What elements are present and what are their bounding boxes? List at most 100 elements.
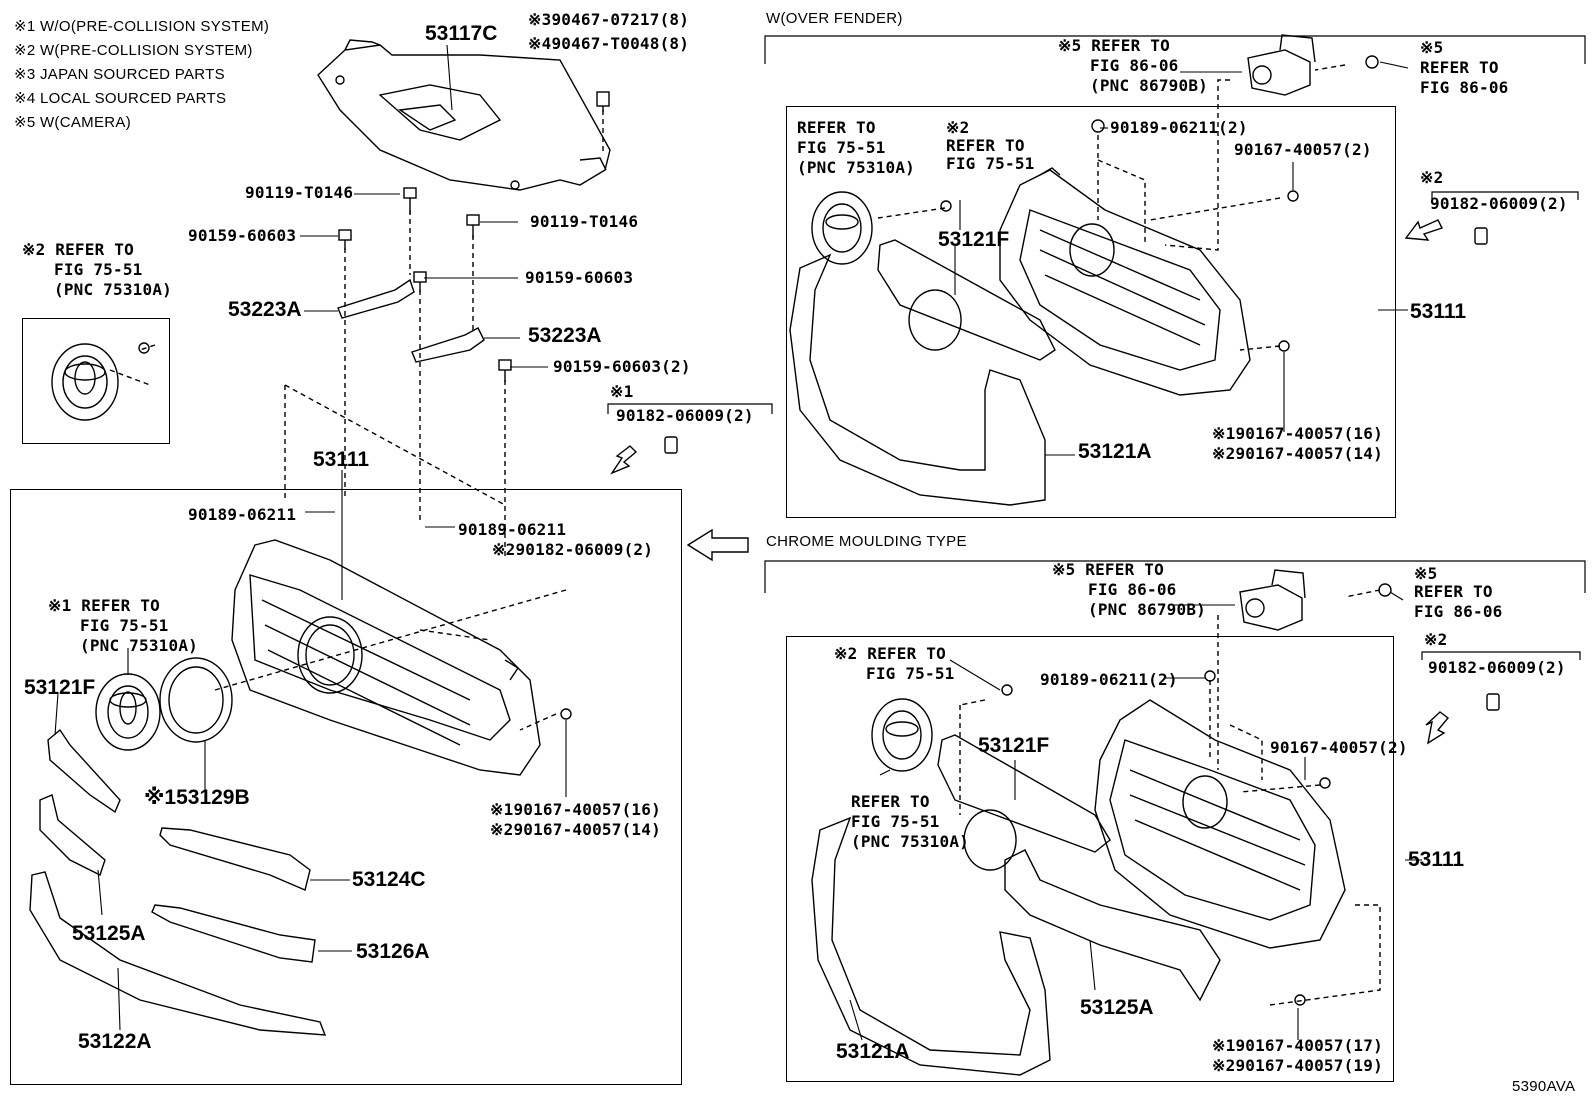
clip-tr [1474, 227, 1488, 245]
br-ref-1: ※2 REFER TO [834, 644, 946, 663]
over-fender-header: W(OVER FENDER) [766, 10, 903, 27]
br-camera-ref-3: (PNC 86790B) [1088, 600, 1206, 619]
fastener-bolts [338, 91, 610, 382]
tr-label-53121a: 53121A [1078, 440, 1152, 463]
label-90159-c: 90159-60603(2) [553, 357, 691, 376]
grille-53111-br [1001, 670, 1346, 1006]
label-53126a: 53126A [356, 940, 430, 963]
emblem-ref-1: ※1 REFER TO [48, 596, 160, 615]
tr-ref-1: REFER TO [946, 136, 1025, 155]
grille-53111-tr [999, 119, 1299, 396]
br-label-53121a: 53121A [836, 1040, 910, 1063]
legend-note-1: ※1 W/O(PRE-COLLISION SYSTEM) [14, 18, 270, 35]
camera-br [1239, 569, 1392, 631]
legend-note-3: ※3 JAPAN SOURCED PARTS [14, 66, 225, 83]
br-label-53125a: 53125A [1080, 996, 1154, 1019]
grille-dashed-links [214, 589, 567, 731]
arrow-br [1425, 711, 1450, 745]
under-cover-53117c [317, 39, 611, 191]
arrow-tr [1404, 219, 1443, 241]
tr-clip-note: ※2 [1420, 168, 1444, 187]
emblem-br [871, 698, 933, 772]
chrome-moulding-box [786, 636, 1394, 1082]
label-screw-1: ※190167-40057(16) [490, 800, 661, 819]
moulding-53121f-br [937, 734, 1111, 871]
br-emblem-ref-1: REFER TO [851, 792, 930, 811]
tr-ref-2: FIG 75-51 [946, 154, 1035, 173]
tr-emblem-ref-3: (PNC 75310A) [797, 158, 915, 177]
label-53121f-left: 53121F [24, 676, 96, 699]
br-label-90189: 90189-06211(2) [1040, 670, 1178, 689]
clip-90182 [664, 436, 678, 454]
tr-emblem-ref-1: REFER TO [797, 118, 876, 137]
tr-label-screw-2: ※290167-40057(14) [1212, 444, 1383, 463]
arrow-left-main [686, 528, 749, 562]
inset-ref-1: ※2 REFER TO [22, 240, 134, 259]
tr-camera-ref-3: (PNC 86790B) [1090, 76, 1208, 95]
clip-note: ※1 [610, 382, 634, 401]
fastener-leaders [109, 110, 604, 560]
br-label-53111: 53111 [1408, 848, 1465, 871]
tr-label-screw-1: ※190167-40057(16) [1212, 424, 1383, 443]
moulding-53126a [151, 904, 316, 963]
moulding-53122a [29, 871, 327, 1036]
label-53117c: 53117C [425, 22, 498, 45]
label-53223a-2: 53223A [528, 324, 602, 347]
tr-dashed-links [877, 64, 1346, 351]
br-label-screw-2: ※290167-40057(19) [1212, 1056, 1383, 1075]
over-fender-box [786, 106, 1396, 518]
moulding-53125a-left [39, 794, 106, 876]
tr-cam-right-1: REFER TO [1420, 58, 1499, 77]
br-emblem-ref-3: (PNC 75310A) [851, 832, 969, 851]
tr-label-90189: 90189-06211(2) [1110, 118, 1248, 137]
inset-ref-3: (PNC 75310A) [54, 280, 172, 299]
label-clip-90182: 90182-06009(2) [616, 406, 754, 425]
label-53129b: ※153129B [144, 786, 250, 809]
moulding-53121f-left [47, 728, 121, 814]
note-brackets [607, 35, 1586, 660]
br-ref-2: FIG 75-51 [866, 664, 955, 683]
label-90189-a: 90189-06211 [188, 505, 297, 524]
label-90182-left: ※290182-06009(2) [492, 540, 654, 559]
moulding-53124c [159, 827, 311, 891]
label-53124c: 53124C [352, 868, 426, 891]
camera-tr [1247, 34, 1379, 96]
tr-label-clip: 90182-06009(2) [1430, 194, 1568, 213]
legend-note-2: ※2 W(PRE-COLLISION SYSTEM) [14, 42, 253, 59]
label-53122a: 53122A [78, 1030, 152, 1053]
label-90189-b: 90189-06211 [458, 520, 567, 539]
label-90119-a: 90119-T0146 [245, 183, 354, 202]
tr-emblem-ref-2: FIG 75-51 [797, 138, 886, 157]
br-clip-note: ※2 [1424, 630, 1448, 649]
tr-ref-0: ※2 [946, 118, 970, 137]
emblem-inset [51, 342, 150, 421]
arrow-down-left [610, 445, 638, 475]
tr-camera-ref-1: ※5 REFER TO [1058, 36, 1170, 55]
emblem-ref-3: (PNC 75310A) [80, 636, 198, 655]
main-grille-box [10, 489, 682, 1085]
inset-ref-2: FIG 75-51 [54, 260, 143, 279]
label-bolt-local: ※490467-T0048(8) [528, 34, 690, 53]
label-screw-2: ※290167-40057(14) [490, 820, 661, 839]
legend-note-4: ※4 LOCAL SOURCED PARTS [14, 90, 227, 107]
leader-lines [54, 44, 1422, 1041]
br-camera-ref-2: FIG 86-06 [1088, 580, 1177, 599]
emblem-tr [811, 191, 952, 265]
label-53111-left: 53111 [313, 448, 370, 471]
tr-label-53111: 53111 [1410, 300, 1467, 323]
bracket-53223a-1 [337, 278, 415, 319]
br-label-90167: 90167-40057(2) [1270, 738, 1408, 757]
tr-cam-right-2: FIG 86-06 [1420, 78, 1509, 97]
figure-code: 5390AVA [1512, 1078, 1576, 1095]
br-cam-right-0: ※5 [1414, 564, 1438, 583]
chrome-moulding-header: CHROME MOULDING TYPE [766, 533, 967, 550]
br-camera-ref-1: ※5 REFER TO [1052, 560, 1164, 579]
clip-br [1486, 693, 1500, 711]
emblem-detail-box [22, 318, 170, 444]
label-bolt-japan: ※390467-07217(8) [528, 10, 690, 29]
br-cam-right-1: REFER TO [1414, 582, 1493, 601]
label-53125a-left: 53125A [72, 922, 146, 945]
br-cam-right-2: FIG 86-06 [1414, 602, 1503, 621]
emblem-ref-2: FIG 75-51 [80, 616, 169, 635]
